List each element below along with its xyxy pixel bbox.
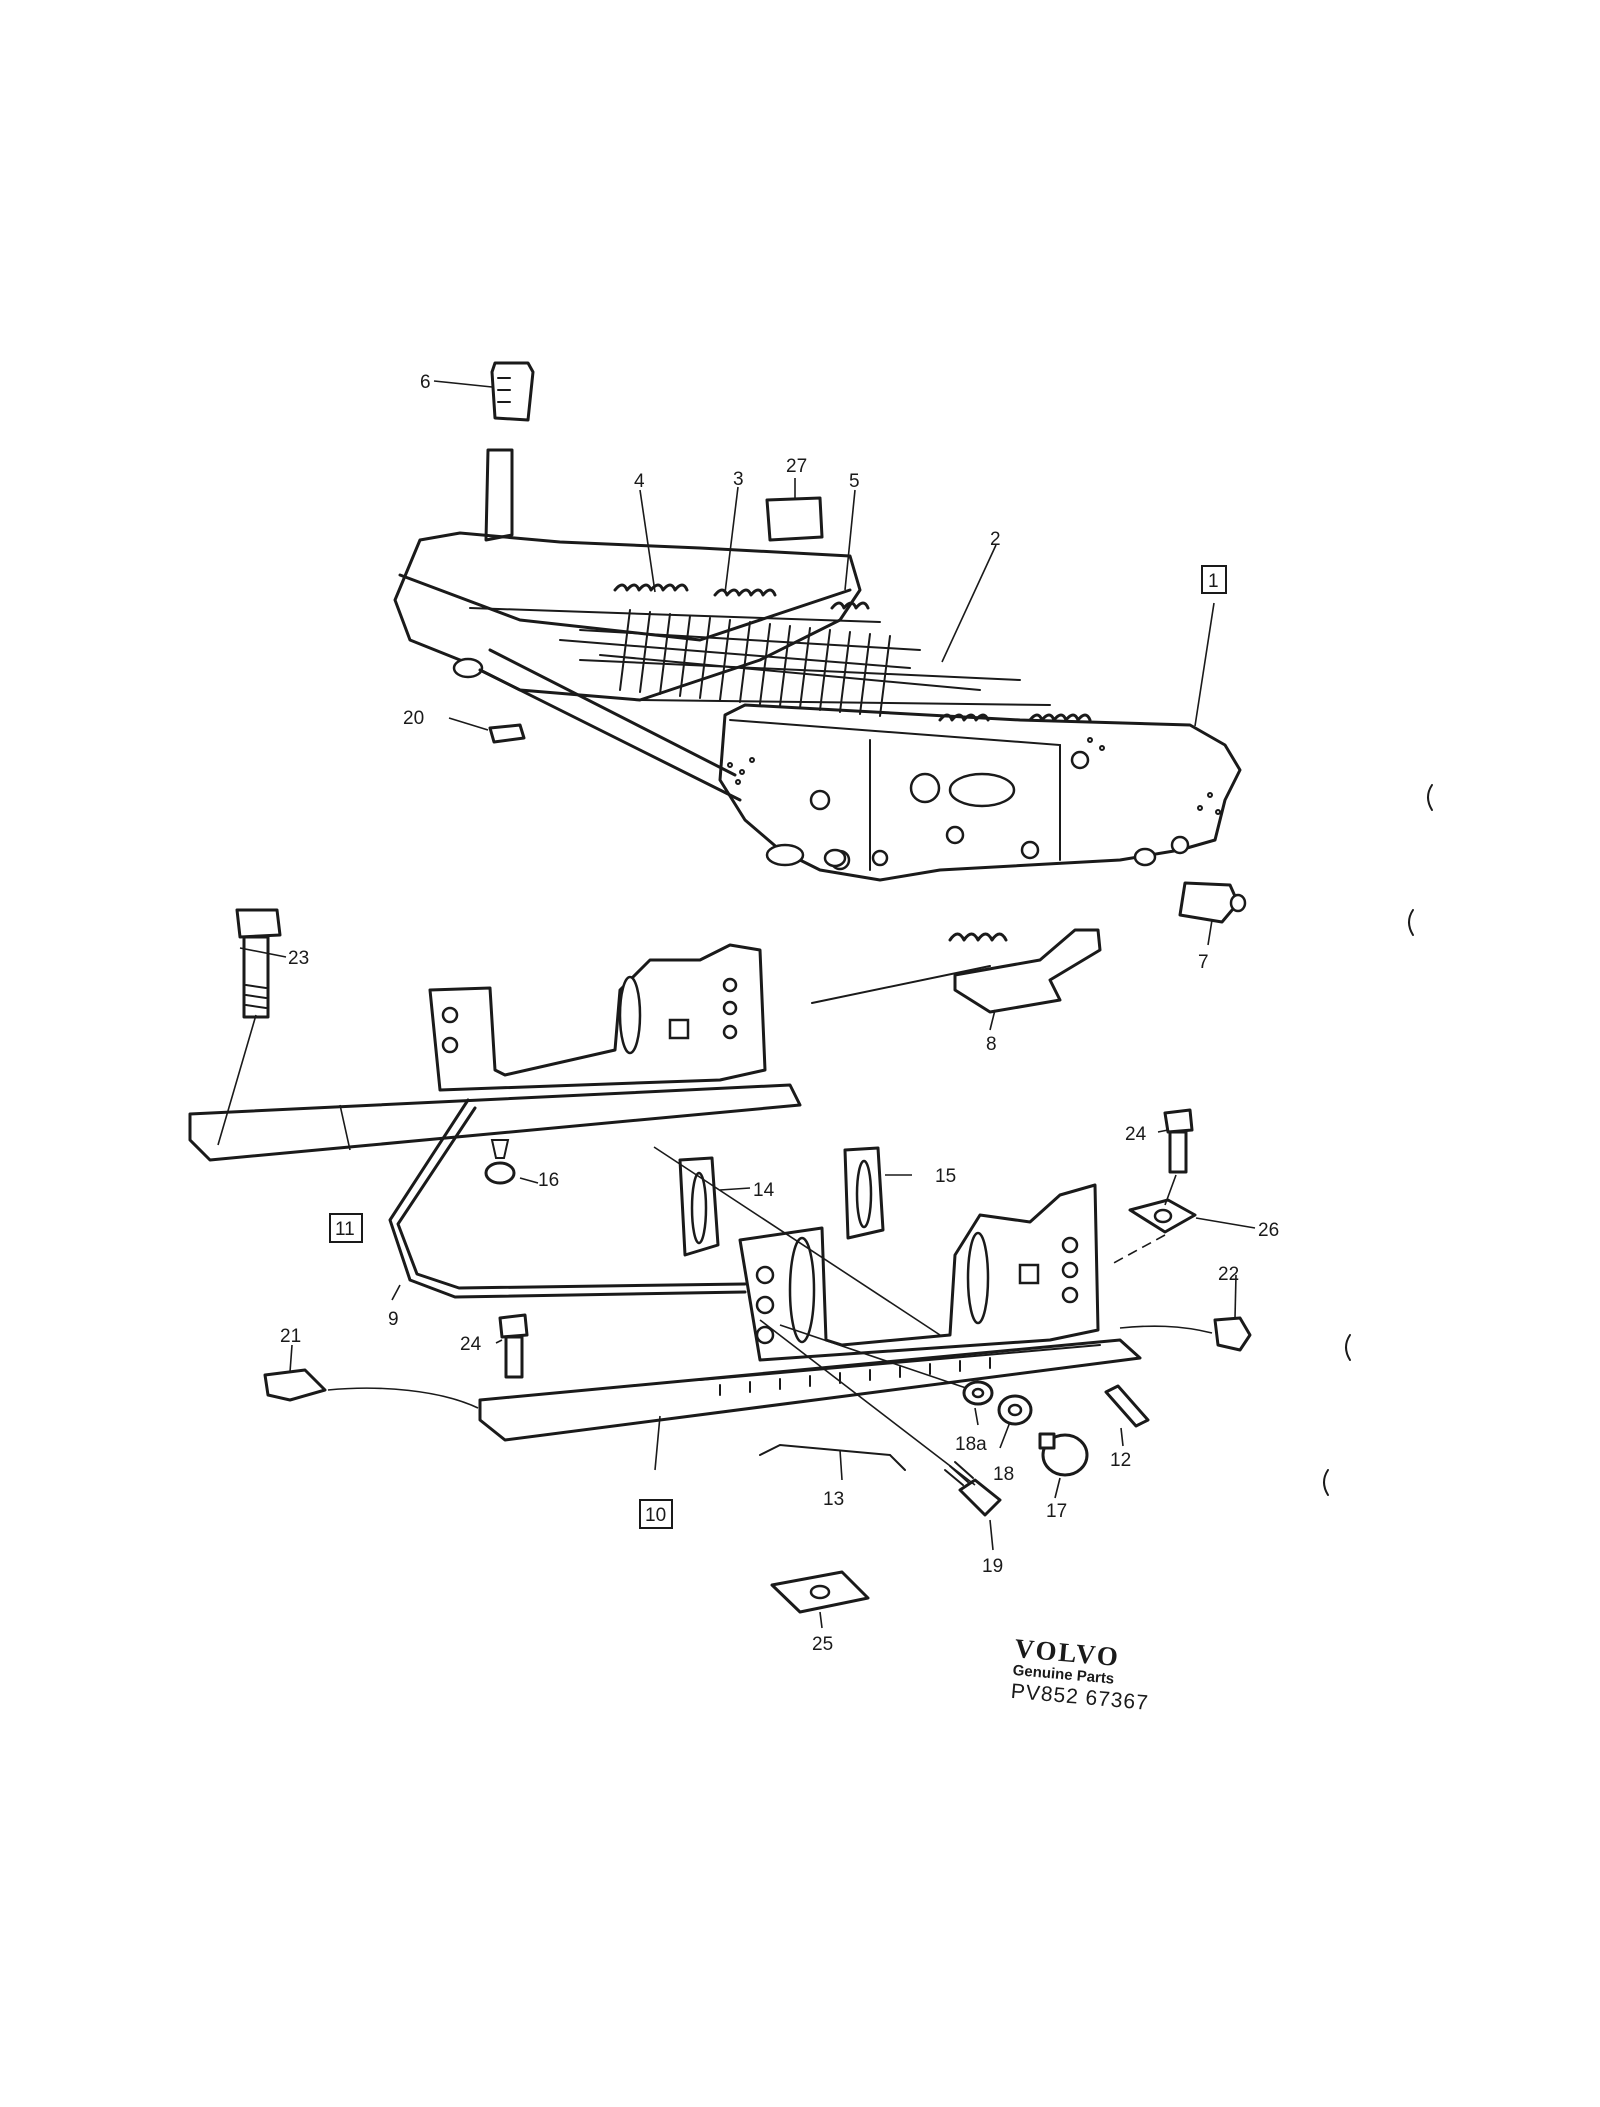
callout-5: 5 (849, 471, 860, 492)
callout-20: 20 (403, 708, 424, 729)
callout-3: 3 (733, 469, 744, 490)
callout-6: 6 (420, 372, 431, 393)
clip-part-21 (263, 1368, 327, 1402)
scan-marks (1323, 784, 1433, 1496)
callout-14: 14 (753, 1180, 775, 1201)
bush-part-16 (484, 1139, 516, 1185)
callout-25: 25 (812, 1634, 833, 1655)
callout-box-11 (329, 1213, 363, 1243)
callout-box-1 (1201, 565, 1227, 594)
guide-part-15 (843, 1146, 885, 1240)
callout-21: 21 (280, 1326, 301, 1347)
callout-18: 18 (993, 1464, 1014, 1485)
bushing-part-7 (1178, 881, 1247, 924)
callout-12: 12 (1110, 1450, 1131, 1471)
callout-23: 23 (288, 948, 309, 969)
knob-part-17 (1038, 1432, 1089, 1477)
knob-part-6 (490, 361, 535, 422)
pad-part-27 (765, 496, 824, 542)
bolt-part-24-upper (1163, 1108, 1194, 1174)
rod-part-9 (388, 1098, 747, 1299)
callout-4: 4 (634, 471, 645, 492)
callout-8: 8 (986, 1034, 997, 1055)
seat-frame-part-1 (393, 531, 1242, 882)
callout-22: 22 (1218, 1264, 1239, 1285)
callout-9: 9 (388, 1309, 399, 1330)
rail-part-11 (188, 943, 802, 1162)
callout-24-upper: 24 (1125, 1124, 1147, 1145)
volvo-genuine-parts-mark: VOLVO Genuine Parts PV852 67367 (1010, 1633, 1175, 1718)
callout-16: 16 (538, 1170, 559, 1191)
leader-lines (239, 380, 1256, 1629)
bolt-part-24-lower (498, 1313, 529, 1379)
callout-15: 15 (935, 1166, 956, 1187)
callout-box-10 (639, 1499, 673, 1529)
screw-part-19 (944, 1461, 1002, 1517)
callout-10: 10 (645, 1505, 666, 1526)
guide-part-14 (678, 1156, 720, 1257)
clip-part-22 (1213, 1316, 1252, 1352)
bolt-part-23 (235, 908, 282, 1019)
adjuster-rod (484, 448, 514, 542)
callout-26: 26 (1258, 1220, 1279, 1241)
callout-2: 2 (990, 529, 1001, 550)
callout-19: 19 (982, 1556, 1003, 1577)
callout-13: 13 (823, 1489, 844, 1510)
rail-part-10 (478, 1183, 1142, 1442)
lever-part-8 (811, 928, 1102, 1014)
callout-18a: 18a (955, 1434, 987, 1455)
callout-17: 17 (1046, 1501, 1067, 1522)
callout-7: 7 (1198, 952, 1209, 973)
callout-labels: 1 2 3 4 5 6 7 8 9 10 11 12 13 14 15 16 1… (280, 372, 1279, 1655)
callout-11: 11 (335, 1219, 355, 1240)
callout-1: 1 (1208, 571, 1219, 592)
callout-27: 27 (786, 456, 807, 477)
clip-part-20 (488, 723, 526, 744)
pin-part-12 (1104, 1384, 1150, 1428)
callout-24-lower: 24 (460, 1334, 482, 1355)
wire-part-13 (759, 1443, 906, 1471)
